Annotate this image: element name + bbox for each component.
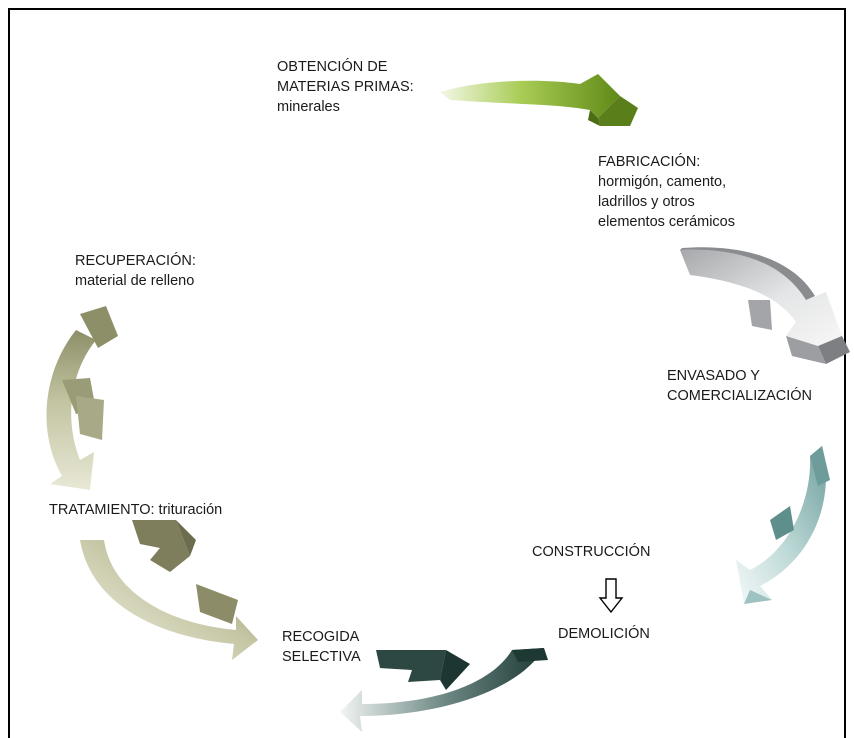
arrow-recuperacion (46, 306, 118, 490)
arrow-fabricacion (680, 247, 850, 364)
label-tratamiento-text: TRATAMIENTO: trituración (49, 502, 223, 518)
down-arrow-icon (598, 578, 624, 614)
label-fabricacion-title: FABRICACIÓN: (598, 154, 701, 170)
label-obtencion-detail: minerales (277, 99, 340, 115)
label-demolicion: DEMOLICIÓN (558, 624, 650, 644)
label-construccion: CONSTRUCCIÓN (532, 542, 650, 562)
label-envasado-line2: COMERCIALIZACIÓN (667, 388, 813, 404)
label-recuperacion-detail: material de relleno (75, 273, 195, 289)
label-obtencion-line2: MATERIAS PRIMAS: (277, 79, 414, 95)
label-obtencion-line1: OBTENCIÓN DE (277, 59, 388, 75)
label-tratamiento: TRATAMIENTO: trituración (49, 500, 222, 520)
label-demolicion-text: DEMOLICIÓN (558, 626, 650, 642)
label-fabricacion: FABRICACIÓN: hormigón, camento, ladrillo… (598, 152, 735, 232)
arrow-obtencion (440, 74, 638, 126)
label-recogida-line2: SELECTIVA (282, 649, 361, 665)
arrow-tratamiento (80, 520, 258, 660)
arrow-envasado (736, 446, 830, 604)
label-obtencion: OBTENCIÓN DE MATERIAS PRIMAS: minerales (277, 57, 414, 117)
label-envasado-line1: ENVASADO Y (667, 368, 760, 384)
label-recuperacion-title: RECUPERACIÓN: (75, 253, 196, 269)
label-fabricacion-detail3: elementos cerámicos (598, 214, 735, 230)
label-recogida: RECOGIDA SELECTIVA (282, 627, 361, 667)
label-construccion-text: CONSTRUCCIÓN (532, 544, 651, 560)
label-recogida-line1: RECOGIDA (282, 629, 360, 645)
arrow-recogida (340, 648, 548, 732)
label-envasado: ENVASADO Y COMERCIALIZACIÓN (667, 366, 812, 406)
label-fabricacion-detail1: hormigón, camento, (598, 174, 727, 190)
label-fabricacion-detail2: ladrillos y otros (598, 194, 695, 210)
label-recuperacion: RECUPERACIÓN: material de relleno (75, 251, 196, 291)
